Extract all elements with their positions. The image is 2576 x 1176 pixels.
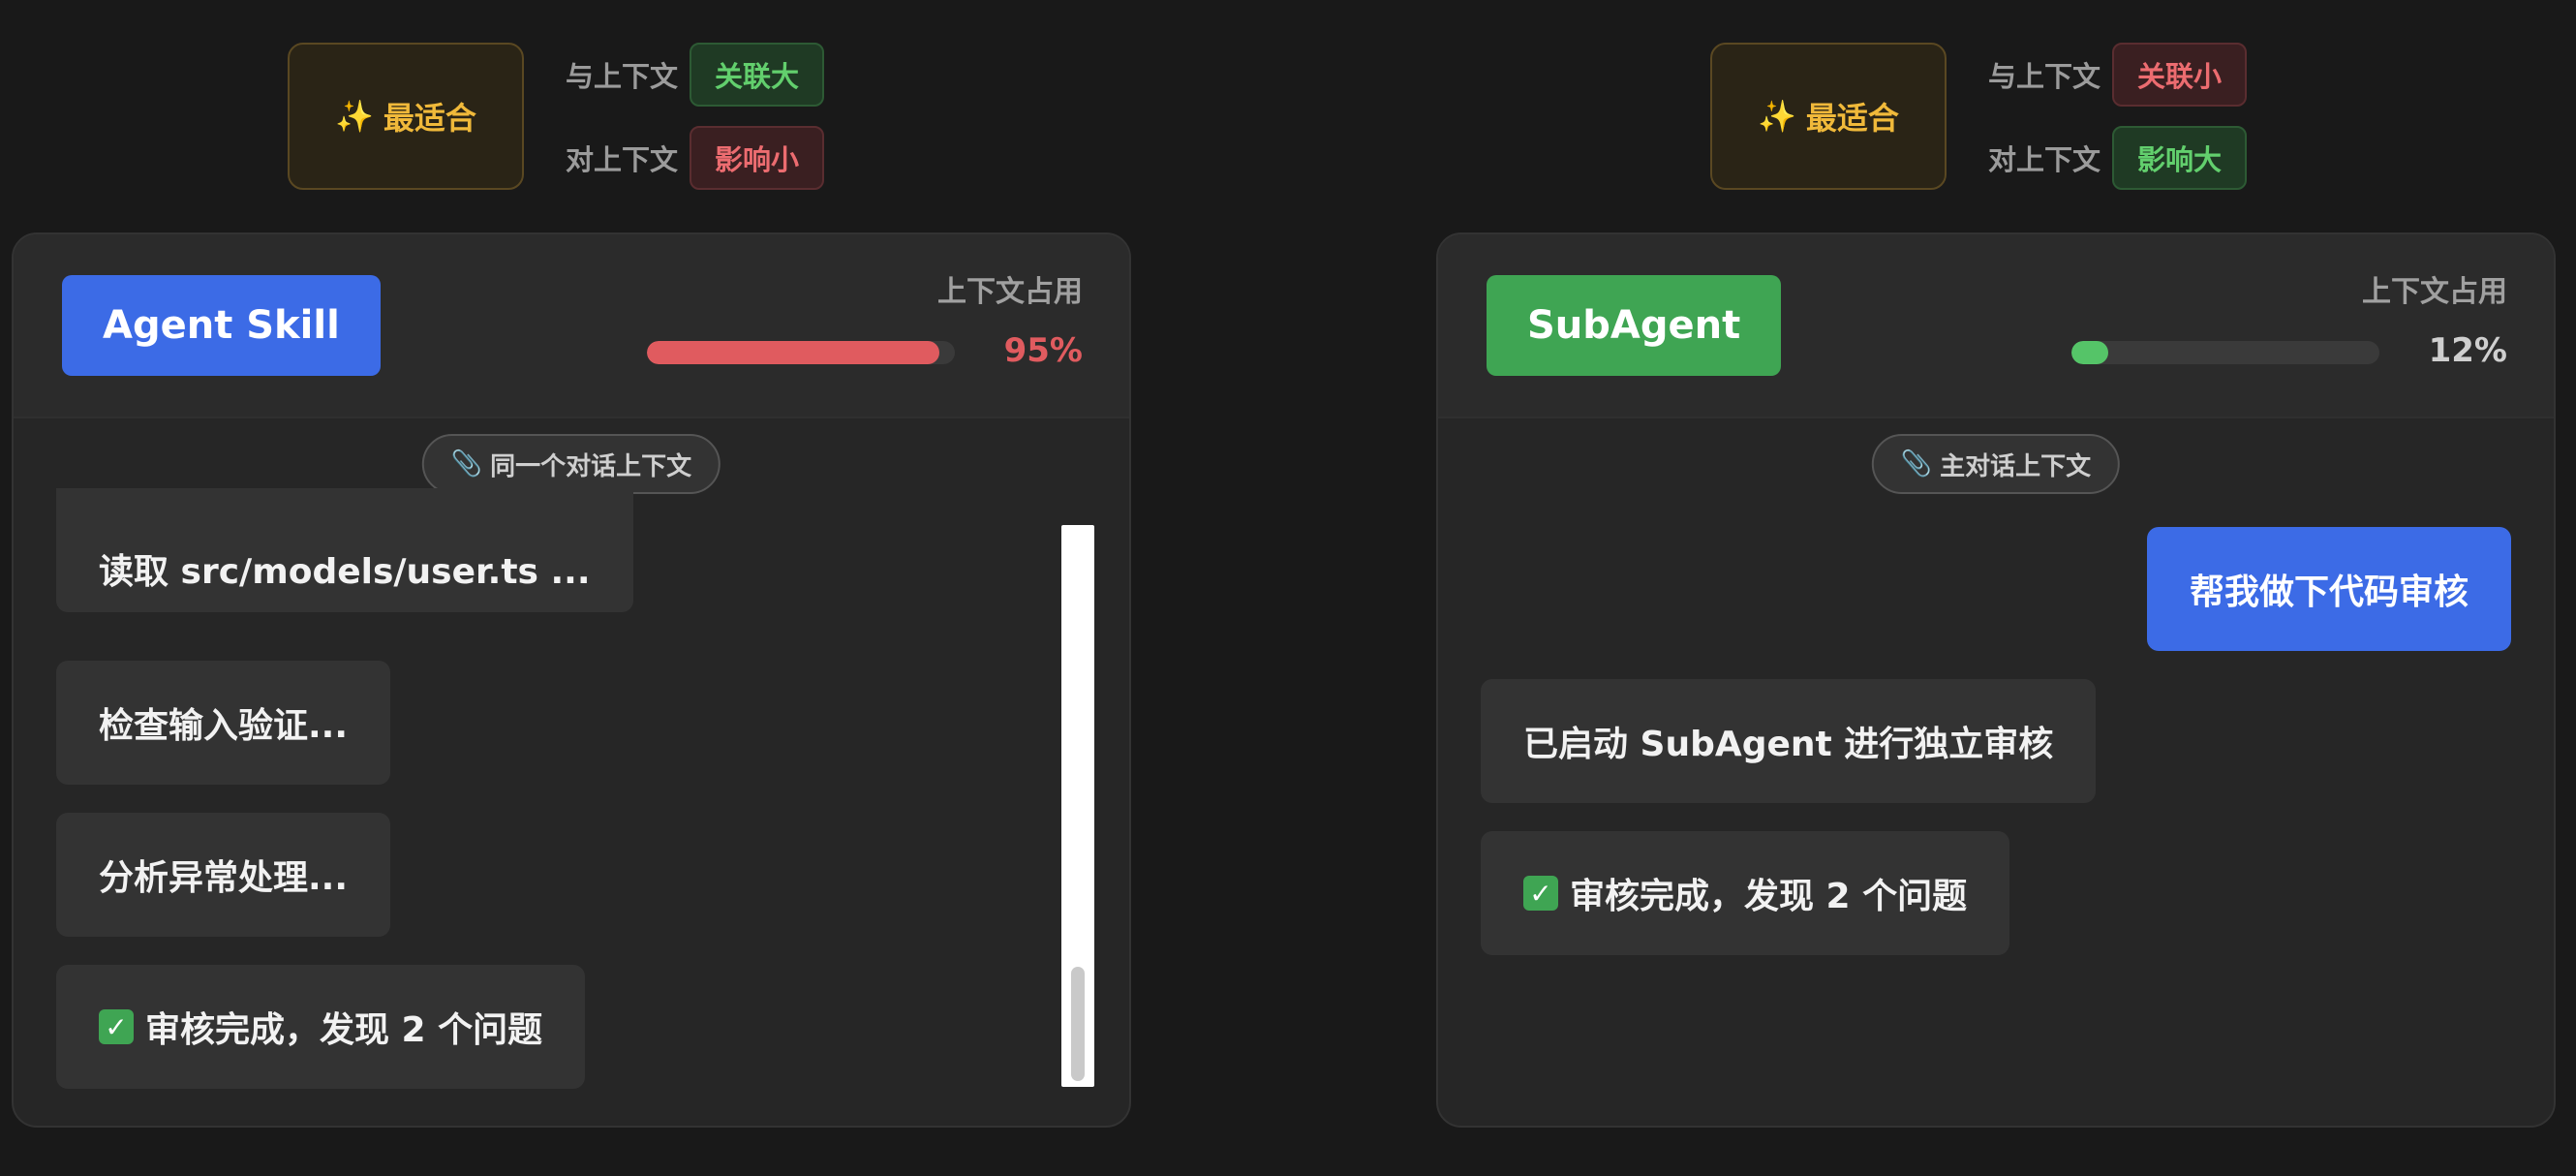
context-usage-label: 上下文占用 [2362, 275, 2507, 309]
message-text: 已启动 SubAgent 进行独立审核 [1523, 725, 2054, 764]
context-impact-tag: 影响大 [2112, 126, 2248, 190]
subagent-summary: ✨ 最适合 与上下文 关联小 对上下文 影响大 [1436, 43, 2560, 194]
message-text: 审核完成，发现 2 个问题 [1570, 877, 1968, 916]
context-relevance-row: 与上下文 关联大 [566, 43, 825, 107]
context-impact-row: 对上下文 影响大 [1988, 126, 2248, 190]
context-scope-label: 主对话上下文 [1940, 451, 2092, 481]
best-fit-badge: ✨ 最适合 [1710, 43, 1947, 190]
subagent-button[interactable]: SubAgent [1487, 275, 1782, 376]
context-scope-pill: 📎 主对话上下文 [1871, 434, 2121, 494]
agent-skill-button[interactable]: Agent Skill [62, 275, 381, 376]
subagent-column: ✨ 最适合 与上下文 关联小 对上下文 影响大 SubAgent 上下文占用 1… [1436, 0, 2560, 1176]
context-scope-label: 同一个对话上下文 [490, 451, 692, 481]
card-header: SubAgent 上下文占用 12% [1438, 234, 2554, 418]
context-impact-tag: 影响小 [690, 126, 825, 190]
best-fit-label: 最适合 [1805, 100, 1899, 137]
context-impact-label: 对上下文 [566, 143, 679, 176]
message-text: 分析异常处理... [99, 858, 349, 898]
context-usage-fill [2071, 341, 2109, 364]
agent-skill-summary: ✨ 最适合 与上下文 关联大 对上下文 影响小 [12, 43, 1135, 194]
context-usage-bar [647, 341, 955, 364]
chat-message: 已启动 SubAgent 进行独立审核 [1481, 679, 2097, 803]
user-message: 帮我做下代码审核 [2146, 527, 2511, 651]
chat-message: 读取 src/models/user.ts ... [56, 488, 633, 612]
agent-skill-card: Agent Skill 上下文占用 95% 📎 同一个对话上下文 读取 src/… [12, 232, 1131, 1128]
context-relevance-tag: 关联大 [690, 43, 825, 107]
chat-message: ✓ 审核完成，发现 2 个问题 [56, 965, 586, 1089]
context-impact-row: 对上下文 影响小 [566, 126, 825, 190]
message-text: 读取 src/models/user.ts ... [99, 552, 591, 592]
card-header: Agent Skill 上下文占用 95% [14, 234, 1129, 418]
sparkles-icon: ✨ [1758, 98, 1796, 135]
best-fit-label: 最适合 [383, 100, 476, 137]
context-relevance-label: 与上下文 [1988, 60, 2101, 93]
context-impact-label: 对上下文 [1988, 143, 2101, 176]
scrollbar-thumb[interactable] [1071, 967, 1085, 1081]
context-relevance-label: 与上下文 [566, 60, 679, 93]
check-mark-icon: ✓ [1523, 876, 1558, 911]
message-text: 检查输入验证... [99, 706, 349, 746]
context-relevance-row: 与上下文 关联小 [1988, 43, 2248, 107]
context-usage-bar [2071, 341, 2379, 364]
sparkles-icon: ✨ [335, 98, 374, 135]
context-usage-percent: 12% [2428, 331, 2507, 370]
check-mark-icon: ✓ [99, 1009, 134, 1044]
chat-message: 检查输入验证... [56, 661, 391, 785]
message-text: 审核完成，发现 2 个问题 [145, 1010, 543, 1050]
paperclip-icon: 📎 [450, 449, 483, 479]
context-scope-pill: 📎 同一个对话上下文 [421, 434, 721, 494]
context-relevance-tag: 关联小 [2112, 43, 2248, 107]
paperclip-icon: 📎 [1900, 449, 1933, 479]
chat-message: ✓ 审核完成，发现 2 个问题 [1481, 831, 2010, 955]
context-usage-fill [647, 341, 940, 364]
message-text: 帮我做下代码审核 [2189, 573, 2469, 612]
best-fit-badge: ✨ 最适合 [288, 43, 524, 190]
agent-skill-column: ✨ 最适合 与上下文 关联大 对上下文 影响小 Agent Skill 上下文占… [12, 0, 1135, 1176]
scrollbar[interactable] [1061, 525, 1094, 1087]
subagent-card: SubAgent 上下文占用 12% 📎 主对话上下文 帮我做下代码审核 已启动… [1436, 232, 2556, 1128]
chat-message: 分析异常处理... [56, 813, 391, 937]
context-usage-label: 上下文占用 [937, 275, 1083, 309]
context-usage-percent: 95% [1003, 331, 1083, 370]
